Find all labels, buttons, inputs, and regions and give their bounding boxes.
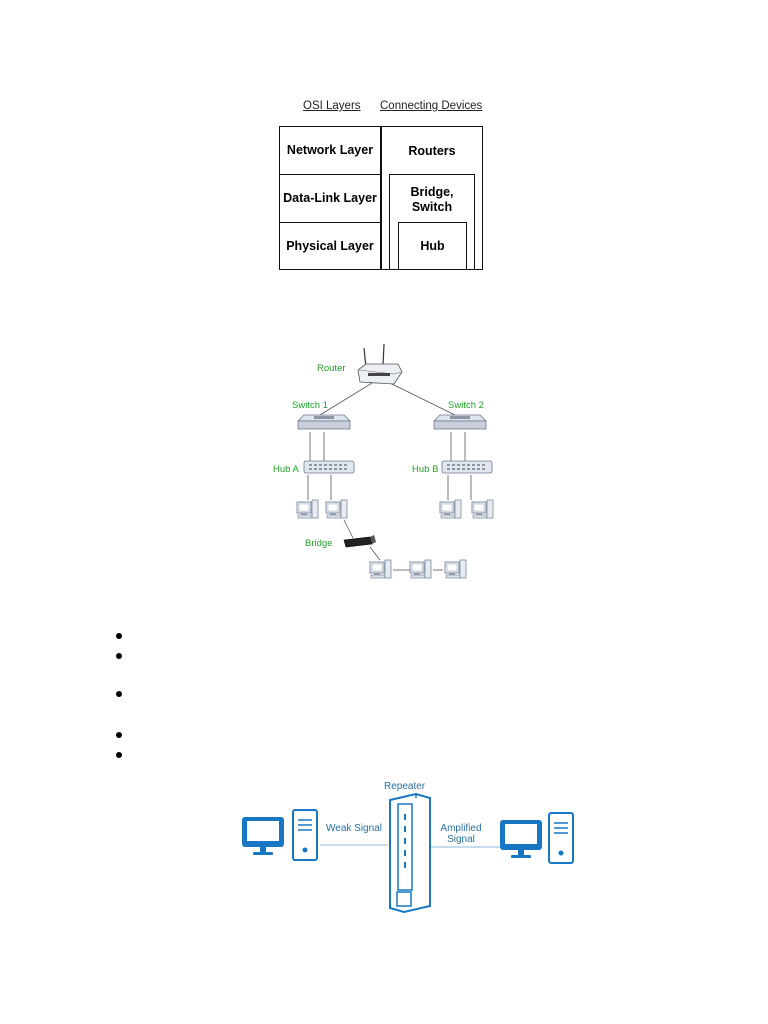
switch-1-label: Switch 1 (292, 400, 328, 411)
amplified-signal-label: Amplified Signal (440, 823, 482, 845)
router-label: Router (317, 363, 346, 374)
network-diagram-svg (296, 343, 494, 579)
hub-b-label: Hub B (412, 464, 439, 475)
pc-icon (369, 559, 392, 579)
network-links (307, 382, 472, 571)
pc-icon (409, 559, 432, 579)
bridge-label: Bridge (305, 538, 333, 549)
left-tower-icon (292, 809, 318, 861)
switch-1-icon (297, 414, 351, 430)
hub-a-label: Hub A (273, 464, 299, 475)
pc-icon (471, 499, 494, 519)
hub-b-icon (441, 460, 493, 474)
switch-2-icon (433, 414, 487, 430)
connecting-devices-heading: Connecting Devices (380, 100, 483, 112)
right-monitor-icon (500, 820, 542, 858)
bullet-marker (116, 732, 122, 738)
physical-layer-cell: Physical Layer (279, 222, 381, 270)
bullet-marker (116, 633, 122, 639)
bullet-marker (116, 691, 122, 697)
network-layer-cell: Network Layer (279, 126, 381, 175)
left-monitor-icon (242, 817, 284, 855)
pc-icon (325, 499, 348, 519)
repeater-device-icon (389, 792, 431, 914)
hub-cell: Hub (398, 222, 467, 270)
bullet-marker (116, 752, 122, 758)
hub-a-icon (303, 460, 355, 474)
bridge-icon (343, 535, 376, 548)
repeater-label: Repeater (384, 781, 426, 792)
repeater-figure-svg (242, 792, 574, 914)
osi-layers-heading: OSI Layers (303, 100, 361, 112)
bullet-marker (116, 653, 122, 659)
data-link-layer-cell: Data-Link Layer (279, 174, 381, 223)
switch-2-label: Switch 2 (448, 400, 484, 411)
weak-signal-label: Weak Signal (326, 823, 382, 834)
right-tower-icon (548, 812, 574, 864)
pc-icon (444, 559, 467, 579)
pc-icon (296, 499, 319, 519)
pc-icon (439, 499, 462, 519)
router-icon (357, 343, 403, 385)
